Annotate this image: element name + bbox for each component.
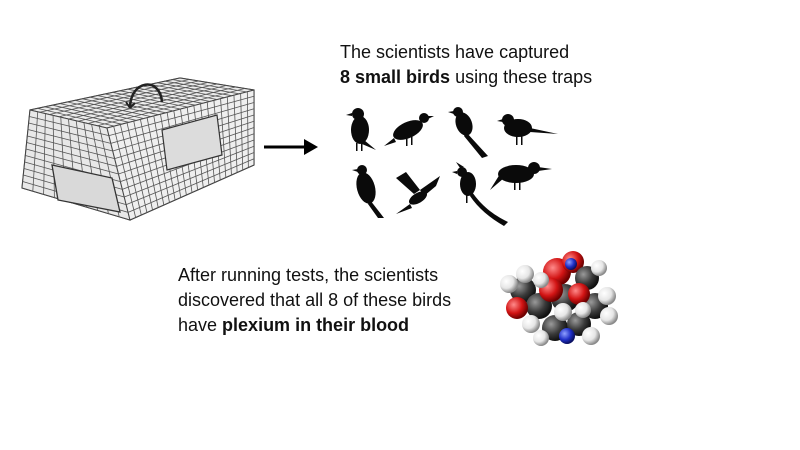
- bird-silhouette-icon: [352, 165, 384, 218]
- captured-line-2: 8 small birds using these traps: [340, 65, 760, 90]
- captured-description: The scientists have captured 8 small bir…: [340, 40, 760, 90]
- discovered-line-1: After running tests, the scientists: [178, 265, 439, 285]
- discovered-description: After running tests, the scientists disc…: [178, 263, 498, 338]
- bird-silhouette-icon: [346, 108, 376, 151]
- captured-highlight: 8 small birds: [340, 67, 451, 87]
- bird-silhouette-icon: [497, 114, 558, 145]
- bird-silhouette-icon: [396, 172, 440, 214]
- bird-silhouette-icon: [448, 107, 488, 158]
- discovered-line-3: have plexium in their blood: [178, 313, 498, 338]
- arrow-right-icon: [264, 139, 318, 155]
- discovered-line-2: discovered that all 8 of these birds: [178, 290, 452, 310]
- bird-silhouette-icon: [452, 162, 508, 226]
- bird-silhouette-icon: [384, 113, 434, 146]
- captured-line-1: The scientists have captured: [340, 42, 570, 62]
- captured-line-2-rest: using these traps: [450, 67, 593, 87]
- birds-group: [346, 107, 558, 226]
- bird-silhouette-icon: [490, 162, 552, 190]
- discovered-highlight: plexium in their blood: [222, 315, 410, 335]
- cage-trap-image: [21, 77, 255, 221]
- molecule-image: [500, 251, 618, 346]
- discovered-line-3-plain: have: [178, 315, 223, 335]
